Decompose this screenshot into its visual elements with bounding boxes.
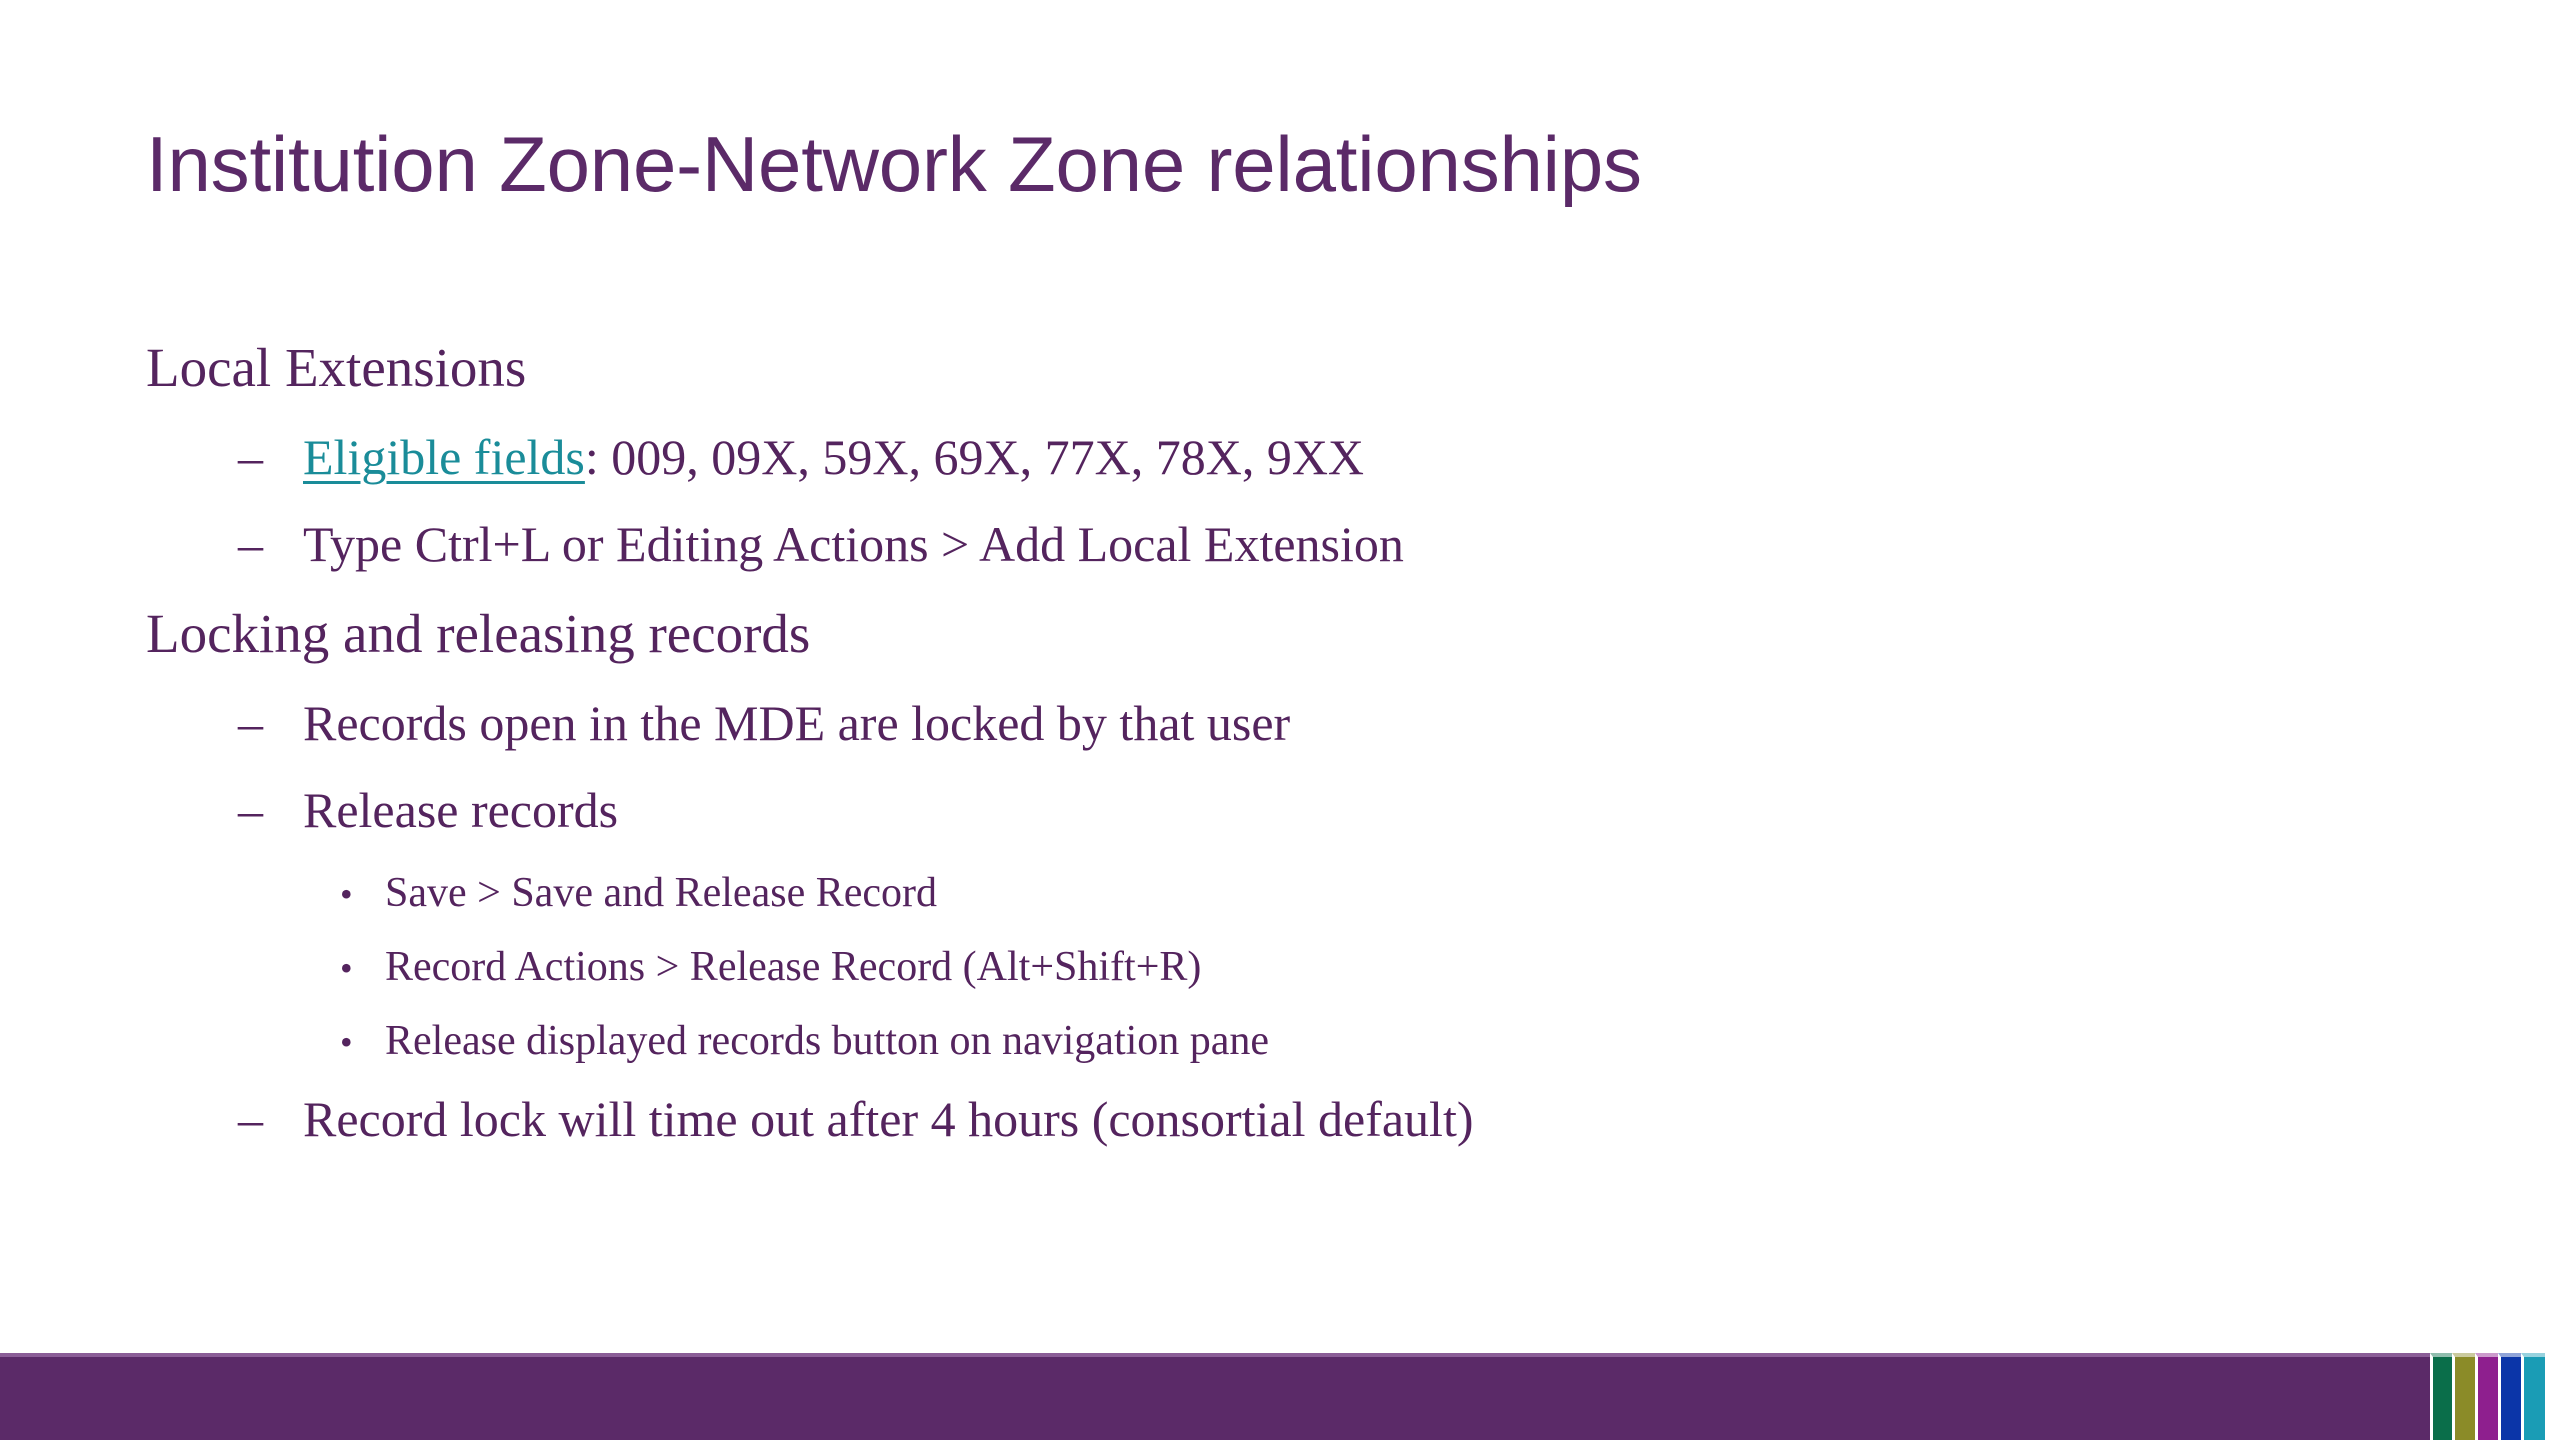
blue-segment	[2498, 1353, 2521, 1440]
dot-bullet-icon: •	[340, 948, 353, 988]
list-item-text: Release displayed records button on navi…	[385, 1018, 1270, 1064]
list-item-save-and-release: • Save > Save and Release Record	[0, 872, 2400, 946]
list-item-text: Type Ctrl+L or Editing Actions > Add Loc…	[303, 516, 1404, 572]
magenta-segment	[2475, 1353, 2498, 1440]
teal-segment	[2521, 1353, 2545, 1440]
list-item-text: Records open in the MDE are locked by th…	[303, 695, 1291, 751]
eligible-fields-values: : 009, 09X, 59X, 69X, 77X, 78X, 9XX	[584, 429, 1365, 485]
page-title: Institution Zone-Network Zone relationsh…	[146, 120, 1642, 208]
slide-body: Local Extensions – Eligible fields: 009,…	[0, 340, 2400, 1181]
list-item-release-displayed-records: • Release displayed records button on na…	[0, 1020, 2400, 1094]
list-item-record-lock-timeout: – Record lock will time out after 4 hour…	[0, 1094, 2400, 1181]
list-item-text: Save > Save and Release Record	[385, 870, 937, 916]
green-segment	[2430, 1353, 2452, 1440]
dash-bullet-icon: –	[238, 1091, 263, 1147]
outline-heading-local-extensions: Local Extensions	[0, 340, 2400, 432]
dot-bullet-icon: •	[340, 874, 353, 914]
olive-segment	[2452, 1353, 2475, 1440]
eligible-fields-link[interactable]: Eligible fields	[303, 429, 585, 485]
list-item-record-actions-release: • Record Actions > Release Record (Alt+S…	[0, 946, 2400, 1020]
dash-bullet-icon: –	[238, 782, 263, 838]
list-item-records-locked: – Records open in the MDE are locked by …	[0, 698, 2400, 785]
footer-main-band	[0, 1353, 2430, 1440]
outline-heading-locking-releasing: Locking and releasing records	[0, 606, 2400, 698]
slide-footer-bar	[0, 1353, 2560, 1440]
outline-heading-label: Local Extensions	[146, 337, 527, 398]
list-item-eligible-fields: – Eligible fields: 009, 09X, 59X, 69X, 7…	[0, 432, 2400, 519]
dash-bullet-icon: –	[238, 516, 263, 572]
dot-bullet-icon: •	[340, 1022, 353, 1062]
dash-bullet-icon: –	[238, 429, 263, 485]
list-item-text: Eligible fields: 009, 09X, 59X, 69X, 77X…	[303, 432, 1364, 482]
list-item-release-records: – Release records	[0, 785, 2400, 872]
list-item-add-local-extension: – Type Ctrl+L or Editing Actions > Add L…	[0, 519, 2400, 606]
list-item-text: Record lock will time out after 4 hours …	[303, 1091, 1474, 1147]
outline-heading-label: Locking and releasing records	[146, 603, 811, 664]
list-item-text: Record Actions > Release Record (Alt+Shi…	[385, 944, 1202, 990]
dash-bullet-icon: –	[238, 695, 263, 751]
list-item-text: Release records	[303, 782, 619, 838]
